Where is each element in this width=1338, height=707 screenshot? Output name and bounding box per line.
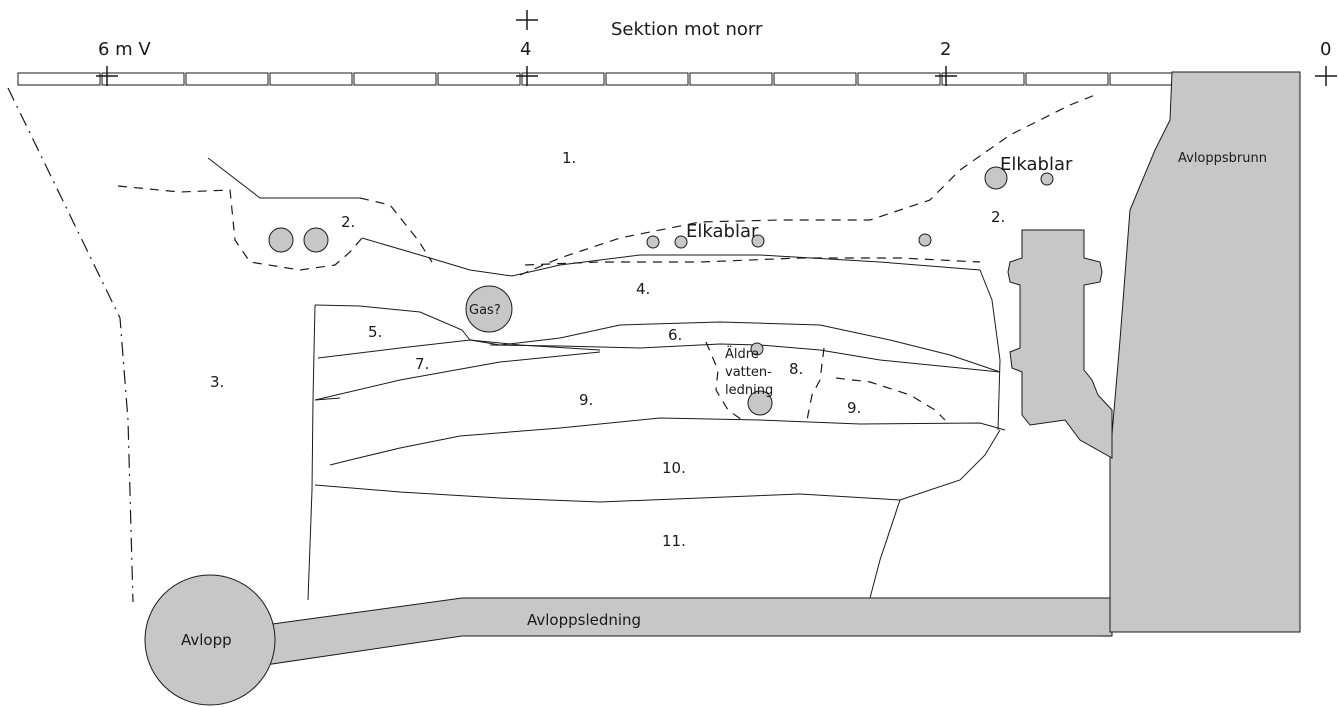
scale-label-6mv: 6 m V <box>98 39 151 60</box>
layer-label: 2. <box>341 213 355 231</box>
scale-bar <box>17 72 1193 86</box>
layer-label: 8. <box>789 360 803 378</box>
avloppsbrunn-label: Avloppsbrunn <box>1178 151 1267 166</box>
drain-pipe-vertical <box>1007 229 1113 459</box>
avloppsledning-label: Avloppsledning <box>527 611 641 629</box>
gas-label: Gas? <box>469 303 501 318</box>
aldre-label: vatten- <box>725 365 772 380</box>
elkablar-label: Elkablar <box>686 221 759 242</box>
old-water-pipe-small <box>750 342 764 356</box>
excavation-outline-left <box>7 87 134 603</box>
avloppsbrunn-well <box>1109 71 1301 633</box>
avlopp-label: Avlopp <box>181 631 232 649</box>
crosshair-markers <box>96 10 1337 86</box>
layer-boundaries <box>117 94 1096 601</box>
elkablar-label: Elkablar <box>1000 154 1073 175</box>
layer-label: 1. <box>562 149 576 167</box>
layer-label: 6. <box>668 326 682 344</box>
layer-label: 4. <box>636 280 650 298</box>
elkablar-cables <box>268 166 1054 253</box>
layer-label: 5. <box>368 323 382 341</box>
aldre-label: Äldre <box>725 346 759 362</box>
layer-label: 9. <box>847 399 861 417</box>
layer-label: 3. <box>210 373 224 391</box>
old-water-pipe-large <box>747 390 773 416</box>
aldre-label: ledning <box>725 383 773 398</box>
scale-label-2: 2 <box>940 39 951 60</box>
layer-label: 11. <box>662 532 686 550</box>
layer-label: 7. <box>415 355 429 373</box>
gas-pipe-circle <box>465 285 513 333</box>
scale-label-0: 0 <box>1320 39 1331 60</box>
layer-label: 2. <box>991 208 1005 226</box>
avlopp-pipe-circle <box>144 574 276 706</box>
layer-label: 9. <box>579 391 593 409</box>
layer-label: 10. <box>662 459 686 477</box>
scale-label-4: 4 <box>520 39 531 60</box>
section-title: Sektion mot norr <box>611 19 763 40</box>
avloppsledning-pipe <box>264 597 1113 666</box>
